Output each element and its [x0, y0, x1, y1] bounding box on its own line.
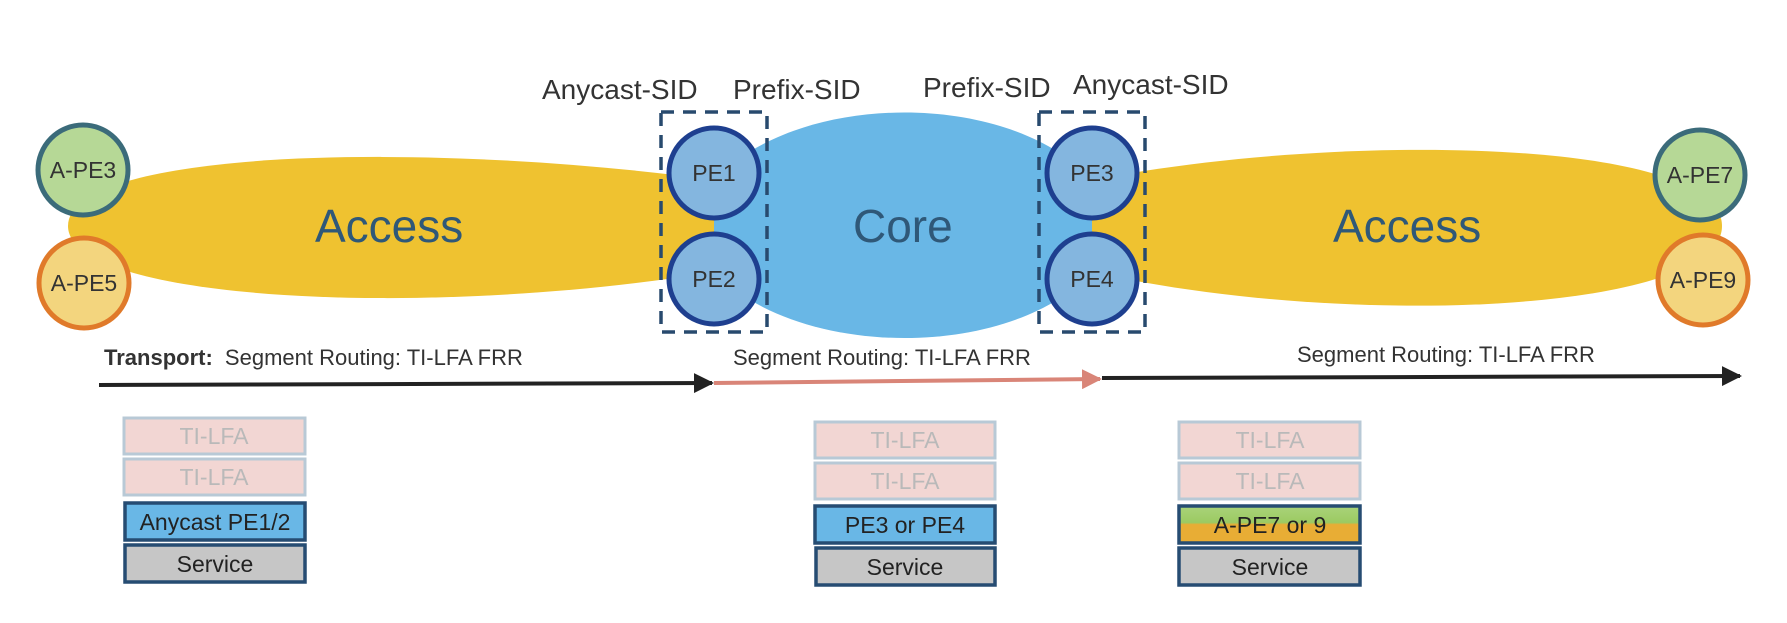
node-pe3[interactable]: PE3	[1044, 125, 1140, 221]
node-a-pe5-label: A-PE5	[51, 270, 117, 296]
stack-3-service: Service	[1232, 554, 1309, 580]
stack-1-tilfa-1: TI-LFA	[179, 423, 249, 449]
transport-right-label: Segment Routing: TI-LFA FRR	[1297, 342, 1595, 367]
arrow-left-access	[98, 373, 714, 394]
label-stack-2: TI-LFA TI-LFA PE3 or PE4 Service	[813, 420, 997, 587]
stack-2-service: Service	[867, 554, 944, 580]
right-access-cloud	[1092, 149, 1722, 306]
label-stack-1: TI-LFA TI-LFA Anycast PE1/2 Service	[122, 416, 307, 584]
stack-1-tilfa-2: TI-LFA	[179, 464, 249, 490]
stack-3-tilfa-2: TI-LFA	[1235, 468, 1305, 494]
node-a-pe9-label: A-PE9	[1670, 267, 1736, 293]
left-access-label: Access	[315, 200, 463, 252]
stack-3-tilfa-1: TI-LFA	[1235, 427, 1305, 453]
node-pe4[interactable]: PE4	[1044, 231, 1140, 327]
left-access-cloud	[68, 156, 714, 299]
node-pe1-label: PE1	[692, 160, 735, 186]
node-pe2-label: PE2	[692, 266, 735, 292]
transport-left-label: Transport: Segment Routing: TI-LFA FRR	[104, 345, 523, 370]
stack-1-transport-label: Anycast PE1/2	[140, 509, 291, 535]
anycast-group-pe3-pe4	[1037, 110, 1147, 334]
stack-2-tilfa-1: TI-LFA	[870, 427, 940, 453]
node-pe2[interactable]: PE2	[666, 231, 762, 327]
transport-left-text: Segment Routing: TI-LFA FRR	[225, 345, 523, 370]
transport-middle-label: Segment Routing: TI-LFA FRR	[733, 345, 1031, 370]
right-anycast-sid-label: Anycast-SID	[1073, 69, 1229, 100]
node-pe4-label: PE4	[1070, 266, 1114, 292]
stack-2-transport-label: PE3 or PE4	[845, 512, 965, 538]
stack-3-transport-label: A-PE7 or 9	[1214, 512, 1327, 538]
node-a-pe9[interactable]: A-PE9	[1655, 232, 1751, 328]
node-pe3-label: PE3	[1070, 160, 1113, 186]
arrow-core	[713, 369, 1102, 390]
core-label: Core	[853, 200, 953, 252]
node-a-pe3-label: A-PE3	[50, 157, 116, 183]
node-a-pe5[interactable]: A-PE5	[36, 235, 132, 331]
anycast-group-pe1-pe2	[659, 110, 769, 334]
right-prefix-sid-label: Prefix-SID	[923, 72, 1051, 103]
left-prefix-sid-label: Prefix-SID	[733, 74, 861, 105]
right-access-label: Access	[1333, 200, 1481, 252]
core-cloud	[714, 112, 1092, 338]
stack-2-tilfa-2: TI-LFA	[870, 468, 940, 494]
label-stack-3: TI-LFA TI-LFA A-PE7 or 9 Service	[1177, 420, 1362, 587]
stack-1-service: Service	[177, 551, 254, 577]
arrow-right-access	[1101, 366, 1742, 387]
node-pe1[interactable]: PE1	[666, 125, 762, 221]
node-a-pe7-label: A-PE7	[1667, 162, 1733, 188]
node-a-pe7[interactable]: A-PE7	[1652, 127, 1748, 223]
left-anycast-sid-label: Anycast-SID	[542, 74, 698, 105]
node-a-pe3[interactable]: A-PE3	[35, 122, 131, 218]
transport-prefix: Transport:	[104, 345, 213, 370]
